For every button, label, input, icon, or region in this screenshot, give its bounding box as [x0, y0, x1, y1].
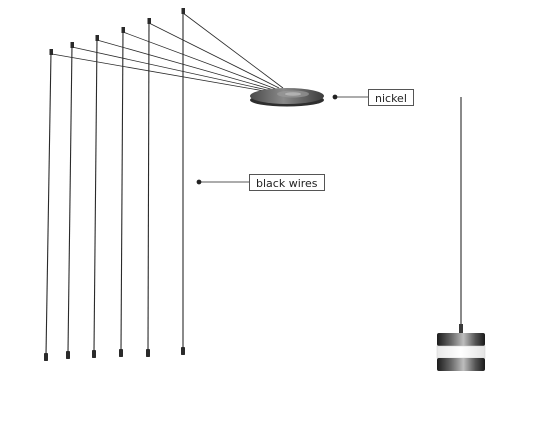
- bottom-terminal-6: [181, 347, 185, 355]
- drop-wire-3: [93, 37, 98, 352]
- wires-leader-dot: [196, 179, 202, 185]
- bottom-terminals: [44, 347, 185, 361]
- drop-wires: [45, 11, 184, 356]
- top-hooks: [49, 8, 185, 55]
- pendant-bottom-band: [437, 358, 485, 371]
- top-hook-1: [49, 49, 53, 55]
- bottom-terminal-5: [146, 349, 150, 357]
- nickel-label: nickel: [368, 89, 414, 106]
- pendant-light: [436, 97, 486, 371]
- nickel-leader-dot: [332, 94, 338, 100]
- fan-wire-1: [51, 53, 271, 93]
- top-hook-4: [121, 27, 125, 33]
- fan-wire-2: [71, 46, 273, 92]
- bottom-terminal-2: [66, 351, 70, 359]
- drop-wire-1: [45, 51, 52, 356]
- drop-wire-4: [120, 29, 124, 351]
- bottom-terminal-4: [119, 349, 123, 357]
- fan-wire-3: [96, 39, 275, 91]
- top-hook-6: [181, 8, 185, 14]
- black-wires-label: black wires: [249, 174, 325, 191]
- drop-wire-2: [67, 44, 73, 353]
- fan-wire-5: [148, 22, 280, 89]
- fan-wire-6: [182, 12, 284, 89]
- top-hook-2: [70, 42, 74, 48]
- bottom-terminal-3: [92, 350, 96, 358]
- nickel-canopy: [250, 88, 324, 107]
- top-hook-5: [147, 18, 151, 24]
- fan-wire-4: [122, 31, 277, 90]
- callout-leaders: [196, 94, 368, 185]
- fan-wires: [51, 12, 284, 93]
- drop-wire-5: [147, 20, 150, 351]
- pendant-top-band: [437, 333, 485, 346]
- pendant-stem: [459, 324, 463, 334]
- pendant-diffuser: [436, 345, 486, 359]
- top-hook-3: [95, 35, 99, 41]
- bottom-terminal-1: [44, 353, 48, 361]
